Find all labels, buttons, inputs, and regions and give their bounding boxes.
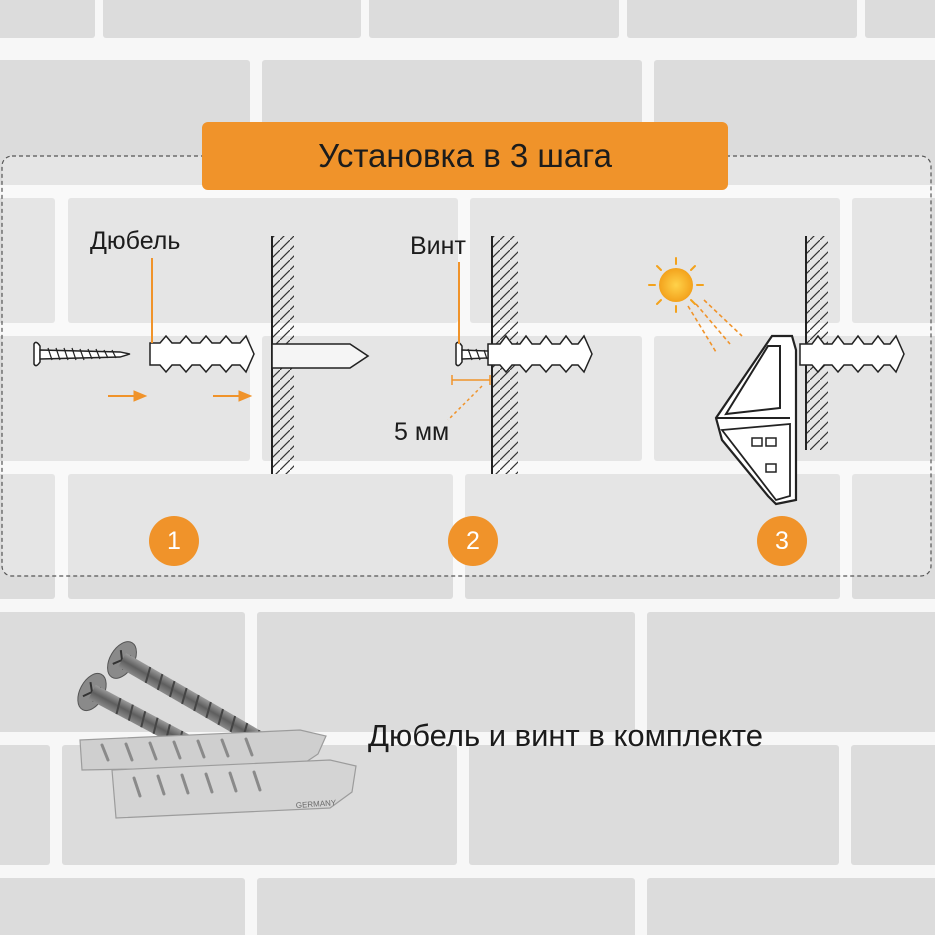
steps-frame [1, 155, 932, 577]
step-1-illustration [33, 236, 370, 474]
step-2-badge: 2 [448, 516, 498, 566]
page-title: Установка в 3 шага [318, 137, 612, 174]
screw-icon [455, 341, 489, 367]
dowel-icon [149, 334, 255, 374]
dowel-label: Дюбель [90, 227, 181, 255]
step-1-badge: 1 [149, 516, 199, 566]
step-2-illustration [447, 236, 593, 474]
screw-label: Винт [410, 232, 466, 260]
arrow-right-icon [108, 390, 148, 402]
step-3-badge: 3 [757, 516, 807, 566]
sun-icon [648, 257, 743, 353]
dowel-imprint: GERMANY [296, 798, 338, 810]
kit-caption: Дюбель и винт в комплекте [368, 718, 764, 753]
screws-and-dowels-photo: GERMANY [77, 641, 357, 819]
title-banner: Установка в 3 шага [202, 122, 728, 190]
step-3-illustration [648, 236, 905, 506]
gap-label: 5 мм [394, 418, 450, 446]
screw-icon [33, 341, 131, 367]
arrow-right-icon [213, 390, 253, 402]
solar-lamp-icon [714, 334, 798, 506]
